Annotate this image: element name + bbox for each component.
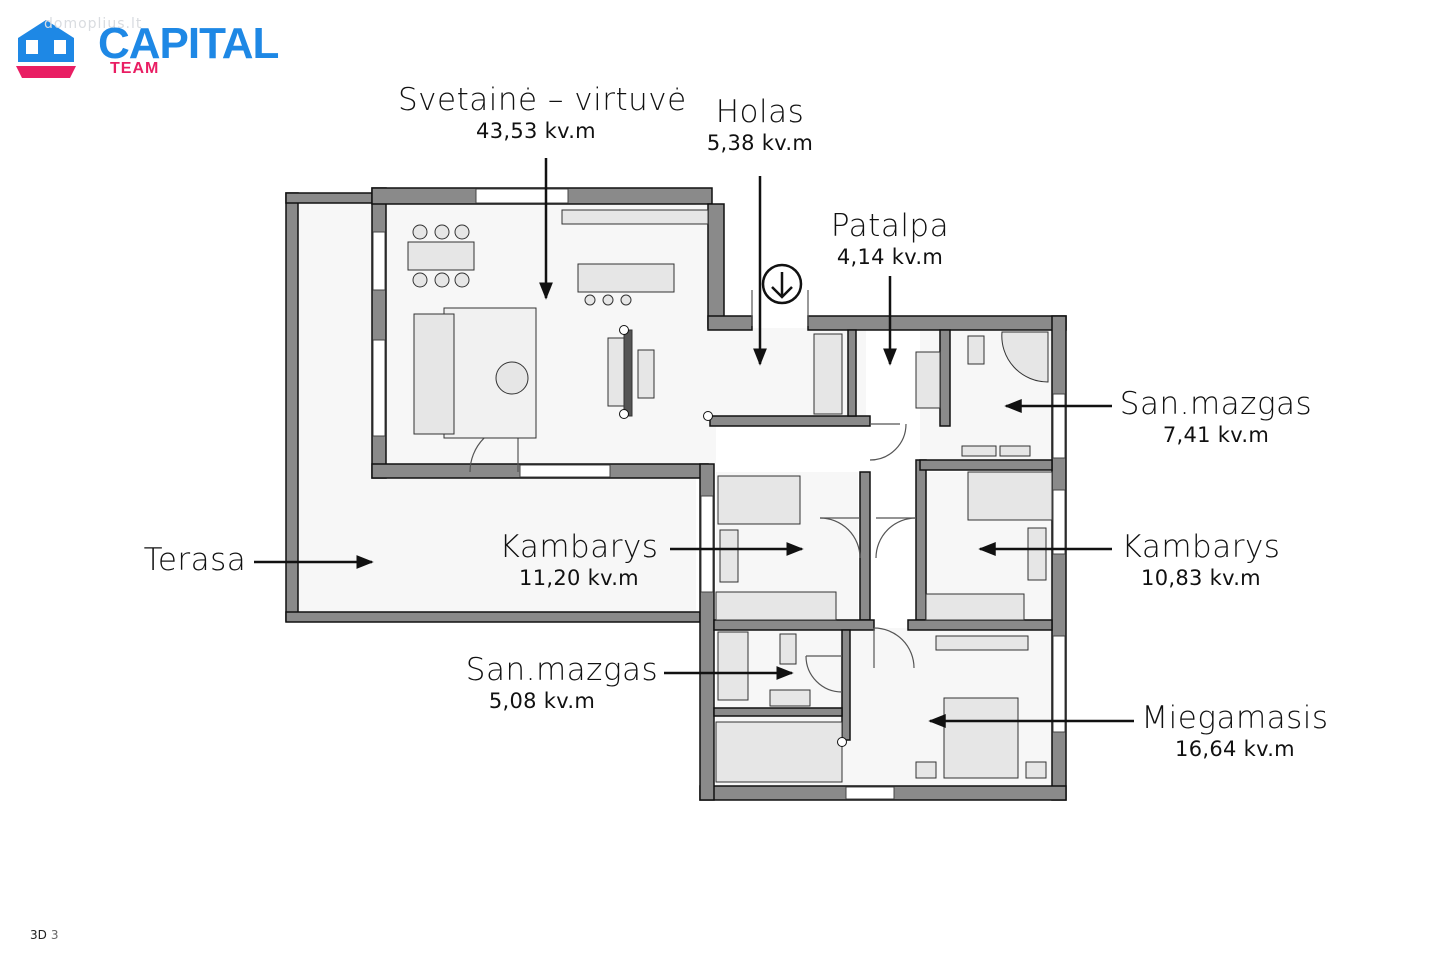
room-area: 4,14 kv.m	[836, 245, 944, 269]
room-area: 43,53 kv.m	[476, 119, 596, 143]
room-name: Holas	[715, 94, 805, 130]
label-hall: Holas 5,38 kv.m	[680, 94, 840, 156]
label-living-kitchen: Svetainė – virtuvė 43,53 kv.m	[398, 82, 687, 144]
label-storage: Patalpa 4,14 kv.m	[810, 208, 970, 270]
brand-subtitle: TEAM	[110, 60, 160, 77]
label-bath-right: San.mazgas 7,41 kv.m	[1116, 386, 1316, 448]
capital-logo: domoplius.lt CAPITAL TEAM	[14, 12, 284, 82]
label-bath-left: San.mazgas 5,08 kv.m	[462, 652, 662, 714]
label-bedroom: Miegamasis 16,64 kv.m	[1132, 700, 1338, 762]
room-name: Patalpa	[830, 208, 950, 244]
label-terrace: Terasa	[130, 542, 260, 578]
room-name: Kambarys	[499, 529, 659, 565]
house-logo-icon	[16, 20, 76, 78]
room-area: 10,83 kv.m	[1141, 566, 1261, 590]
room-area: 5,08 kv.m	[488, 689, 596, 713]
room-name: Svetainė – virtuvė	[398, 82, 687, 118]
room-area: 16,64 kv.m	[1175, 737, 1295, 761]
room-area: 7,41 kv.m	[1162, 423, 1270, 447]
room-area: 5,38 kv.m	[706, 131, 814, 155]
arrow-down-circle-icon	[761, 263, 803, 305]
label-room-left: Kambarys 11,20 kv.m	[486, 529, 672, 591]
watermark: domoplius.lt	[44, 16, 143, 32]
room-name: San.mazgas	[1119, 386, 1313, 422]
brand-name: CAPITAL	[98, 19, 279, 68]
room-area: 11,20 kv.m	[519, 566, 639, 590]
room-name: Terasa	[143, 542, 247, 578]
room-name: Miegamasis	[1141, 700, 1329, 736]
room-name: Kambarys	[1121, 529, 1281, 565]
label-room-right: Kambarys 10,83 kv.m	[1106, 529, 1296, 591]
view-mode: 3D	[30, 928, 47, 942]
view-number: 3	[50, 928, 59, 942]
room-name: San.mazgas	[465, 652, 659, 688]
